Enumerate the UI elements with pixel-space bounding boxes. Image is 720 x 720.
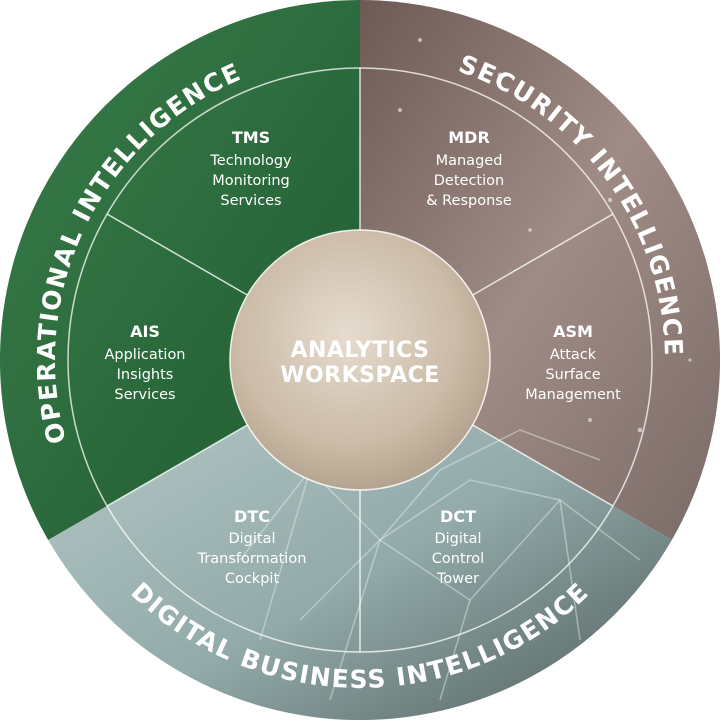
segment-line: Monitoring	[212, 173, 290, 189]
center-hub	[230, 230, 490, 490]
segment-ais: AIS Application Insights Services	[104, 322, 185, 403]
segment-line: Application	[104, 347, 185, 363]
segment-line: Services	[220, 193, 281, 209]
segment-line: Management	[525, 387, 621, 403]
segment-mdr: MDR Managed Detection & Response	[426, 128, 512, 209]
center-hub-border	[229, 229, 491, 491]
segment-line: Insights	[117, 367, 174, 383]
segment-dct: DCT Digital Control Tower	[432, 507, 484, 587]
segment-line: Technology	[209, 153, 292, 169]
segment-line: Cockpit	[225, 571, 280, 587]
segment-line: Digital	[228, 531, 275, 547]
network-mesh-decoration	[239, 429, 641, 701]
segment-code: MDR	[448, 128, 490, 147]
segment-code: ASM	[553, 322, 593, 341]
segment-dtc: DTC Digital Transformation Cockpit	[197, 507, 307, 587]
segment-dividers	[106, 68, 614, 652]
segment-tms: TMS Technology Monitoring Services	[209, 128, 292, 209]
center-title-line2: WORKSPACE	[280, 363, 440, 388]
segment-line: Control	[432, 551, 484, 567]
segment-line: Digital	[434, 531, 481, 547]
segment-line: Managed	[436, 153, 503, 169]
segment-asm: ASM Attack Surface Management	[525, 322, 621, 403]
segment-code: DTC	[234, 507, 270, 526]
segment-code: DCT	[440, 507, 476, 526]
segment-line: Tower	[436, 571, 479, 587]
center-title-line1: ANALYTICS	[290, 338, 429, 363]
segment-line: Transformation	[197, 551, 307, 567]
segment-line: Attack	[550, 347, 597, 363]
segment-line: Surface	[545, 367, 600, 383]
segment-line: & Response	[426, 193, 512, 209]
segment-code: TMS	[232, 128, 270, 147]
segment-code: AIS	[130, 322, 160, 341]
segment-line: Services	[114, 387, 175, 403]
segment-line: Detection	[434, 173, 504, 189]
